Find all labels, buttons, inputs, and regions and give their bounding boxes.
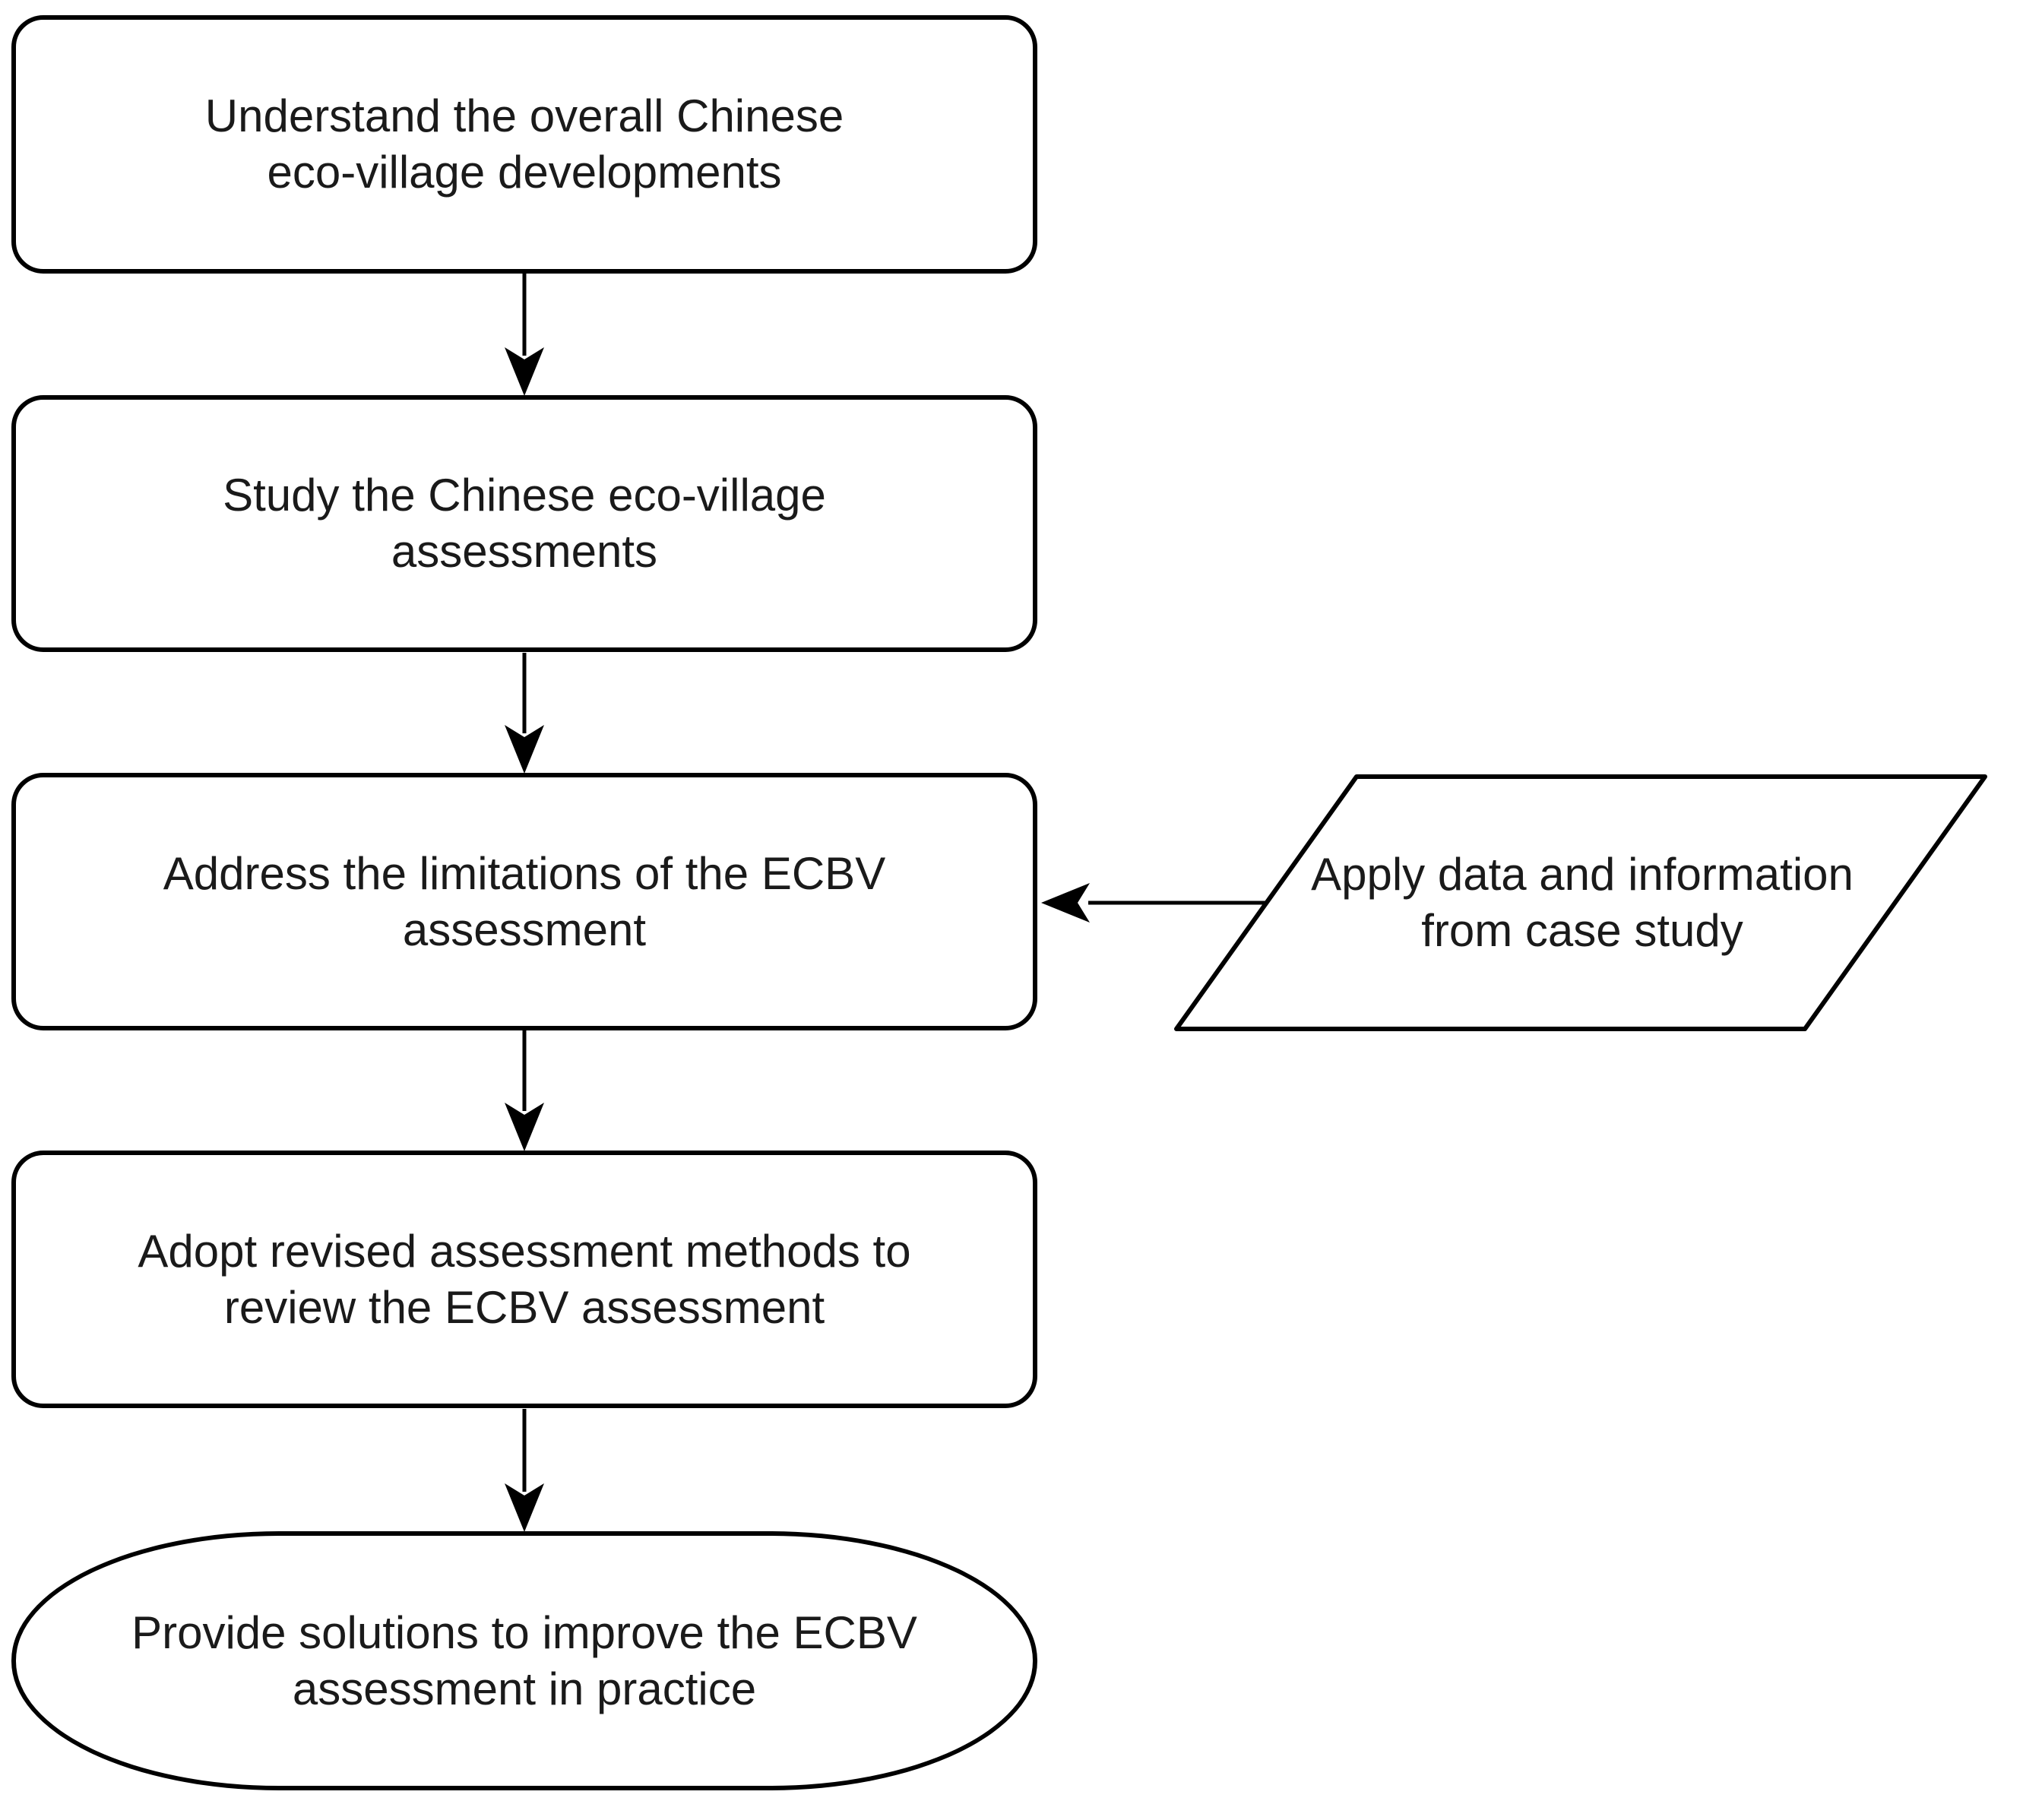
node-label-line: from case study <box>1421 905 1743 956</box>
node-label-line: Adopt revised assessment methods to <box>138 1225 911 1277</box>
flow-node-address: Address the limitations of the ECBV asse… <box>11 773 1037 1030</box>
node-label: Address the limitations of the ECBV asse… <box>163 846 885 958</box>
node-label: Adopt revised assessment methods to revi… <box>138 1223 910 1336</box>
node-label: Provide solutions to improve the ECBV as… <box>131 1605 917 1717</box>
flow-node-study: Study the Chinese eco-village assessment… <box>11 395 1037 652</box>
node-label: Understand the overall Chinese eco-villa… <box>205 88 844 201</box>
node-label-line: assessments <box>391 526 658 577</box>
node-label-line: Study the Chinese eco-village <box>223 470 826 521</box>
arrow-applydata-to-address <box>1041 883 1268 923</box>
arrowhead-left-icon <box>1041 883 1090 923</box>
arrow-understand-to-study <box>505 274 544 396</box>
arrowhead-down-icon <box>505 1483 544 1532</box>
flow-node-apply-data: Apply data and information from case stu… <box>1202 777 1962 1029</box>
arrowhead-down-icon <box>505 347 544 396</box>
node-label-line: Apply data and information <box>1311 849 1854 900</box>
node-label-line: eco-village developments <box>267 147 782 198</box>
flow-node-understand: Understand the overall Chinese eco-villa… <box>11 15 1037 274</box>
arrow-study-to-address <box>505 653 544 774</box>
parallelogram-shape <box>1174 774 1987 1031</box>
node-label-line: assessment in practice <box>292 1663 757 1714</box>
node-label-line: review the ECBV assessment <box>223 1281 825 1333</box>
node-label-line: Understand the overall Chinese <box>204 90 844 141</box>
arrow-adopt-to-provide <box>505 1409 544 1532</box>
arrowhead-down-icon <box>505 1103 544 1151</box>
node-label-line: Address the limitations of the ECBV <box>163 847 886 899</box>
flow-node-provide: Provide solutions to improve the ECBV as… <box>11 1531 1037 1790</box>
node-label: Study the Chinese eco-village assessment… <box>223 467 826 580</box>
arrow-address-to-adopt <box>505 1030 544 1151</box>
flow-node-adopt: Adopt revised assessment methods to revi… <box>11 1151 1037 1408</box>
node-label: Apply data and information from case stu… <box>1311 847 1854 959</box>
arrowhead-down-icon <box>505 725 544 774</box>
node-label-line: assessment <box>402 904 647 955</box>
node-label-line: Provide solutions to improve the ECBV <box>131 1606 917 1658</box>
